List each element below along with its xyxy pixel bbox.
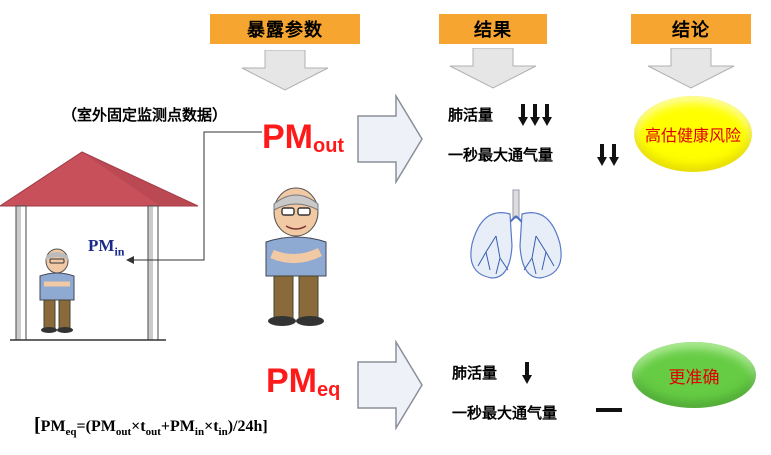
monitoring-note: （室外固定监测点数据）	[62, 106, 228, 124]
down-arrow-result-icon	[449, 48, 537, 89]
conclusion-bottom-ellipse: 更准确	[632, 342, 756, 408]
conclusion-bottom-text: 更准确	[668, 367, 720, 388]
formula-in-sub: in	[194, 426, 205, 439]
single-down-arrow-icon	[522, 362, 532, 384]
lungs-icon	[470, 189, 562, 279]
pm-out-main: PM	[262, 118, 313, 156]
double-down-arrow-icon	[597, 144, 619, 166]
small-person-icon	[39, 248, 75, 333]
header-result: 结果	[439, 14, 547, 44]
formula-eq-sub: eq	[65, 426, 77, 439]
result-top-lung-capacity: 肺活量	[448, 106, 494, 124]
dash-no-change-icon	[596, 408, 622, 412]
pm-in-label: PMin	[88, 236, 124, 259]
result-top-fev1: 一秒最大通气量	[448, 146, 554, 164]
pm-in-sub: in	[114, 244, 125, 259]
pm-out-sub: out	[313, 135, 345, 157]
large-person-icon	[265, 187, 327, 326]
header-conclusion: 结论	[631, 14, 751, 44]
conclusion-top-text: 高估健康风险	[644, 126, 741, 145]
formula-times1: ×t	[131, 418, 146, 435]
connector-line	[126, 131, 262, 264]
pm-in-main: PM	[88, 236, 115, 255]
down-arrow-conclusion-icon	[647, 48, 735, 89]
triple-down-arrow-icon	[518, 104, 552, 126]
result-bottom-fev1: 一秒最大通气量	[452, 404, 558, 422]
down-arrow-exposure-icon	[241, 50, 329, 91]
formula-open: [	[34, 414, 41, 436]
result-bottom-lung-capacity: 肺活量	[452, 364, 498, 382]
formula-eq-sign: =(PM	[76, 418, 116, 435]
formula-out2-sub: out	[145, 426, 161, 439]
right-arrow-bottom-icon	[357, 340, 423, 430]
formula-plus: +PM	[160, 418, 195, 435]
formula-in2-sub: in	[218, 426, 228, 439]
formula-pm: PM	[40, 418, 66, 435]
right-arrow-top-icon	[357, 94, 423, 184]
pm-eq-label: PMeq	[266, 362, 340, 402]
formula: [PMeq=(PMout×tout+PMin×tin)/24h]	[34, 414, 268, 438]
pm-eq-sub: eq	[317, 379, 341, 401]
pm-eq-main: PM	[266, 362, 317, 400]
header-exposure: 暴露参数	[210, 14, 360, 44]
house-icon	[0, 151, 199, 341]
formula-times2: ×t	[204, 418, 219, 435]
formula-close: )/24h]	[227, 418, 268, 435]
conclusion-top-ellipse: 高估健康风险	[634, 96, 752, 172]
formula-out-sub: out	[115, 426, 132, 439]
pm-out-label: PMout	[262, 118, 344, 158]
